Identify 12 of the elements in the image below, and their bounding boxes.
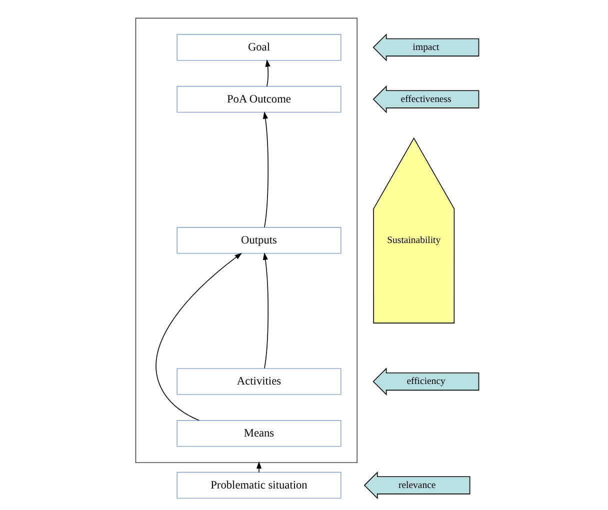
- arrow: [265, 59, 270, 87]
- arrow: [256, 461, 262, 473]
- arrow: [156, 252, 242, 421]
- node-box: Means: [176, 420, 342, 447]
- node-box: Problematic situation: [176, 472, 342, 499]
- node-box: Activities: [176, 368, 342, 395]
- node-box: Goal: [176, 34, 342, 61]
- node-box: Outputs: [176, 227, 342, 254]
- arrow: [262, 111, 268, 228]
- arrow: [262, 252, 268, 369]
- node-box: PoA Outcome: [176, 86, 342, 113]
- cluster: [135, 18, 358, 463]
